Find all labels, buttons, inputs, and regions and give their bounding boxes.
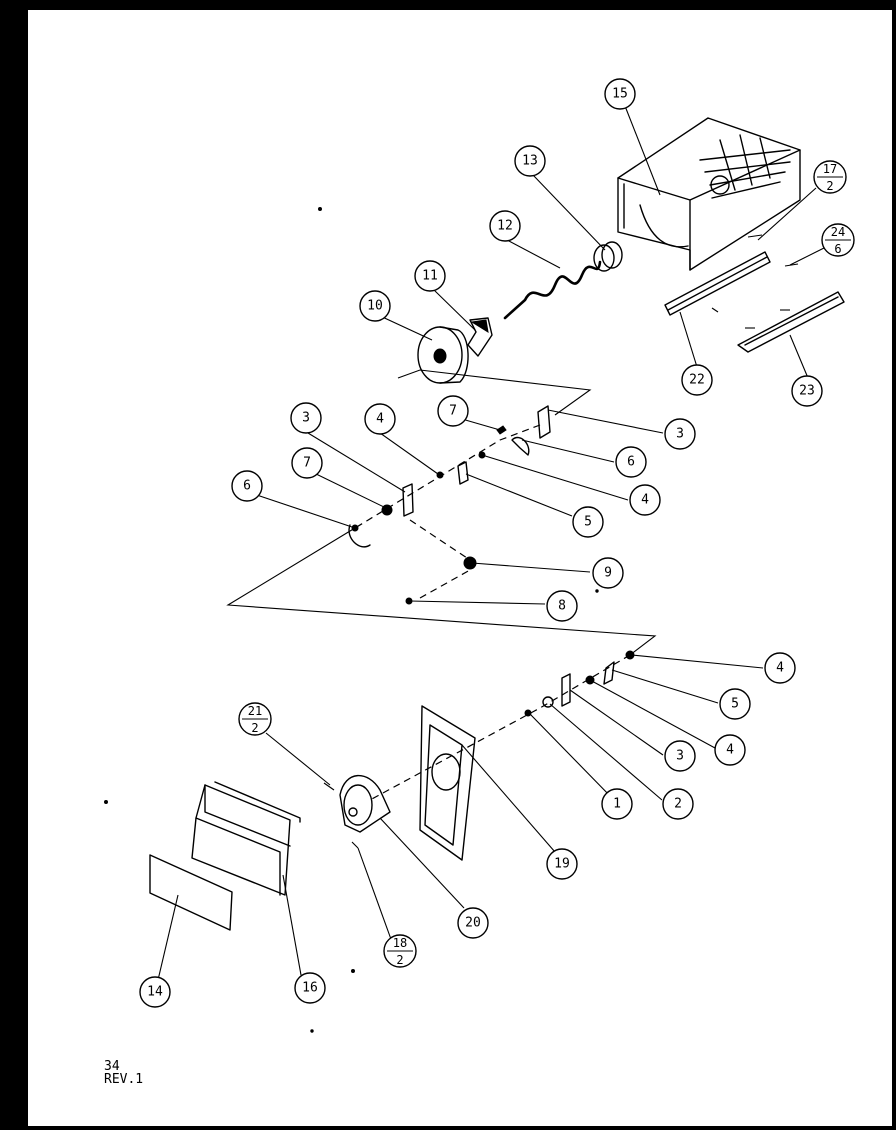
callout-5-lower: 5: [719, 688, 751, 720]
callout-10: 10: [359, 290, 391, 322]
callout-5-label: 5: [584, 515, 592, 530]
callout-3-lower: 3: [664, 740, 696, 772]
callout-12-label: 12: [497, 219, 513, 234]
callout-9: 9: [592, 557, 624, 589]
front-panel-part: [191, 781, 301, 896]
fraction-callout-17-2: 17 2: [813, 160, 847, 194]
fraction-callout-21-top: 21: [248, 704, 262, 718]
callout-6-label: 6: [243, 479, 251, 494]
fraction-callout-21-2: 21 2: [238, 702, 272, 736]
page-number: 34: [104, 1059, 120, 1074]
callout-1: 1: [601, 788, 633, 820]
fraction-callout-24-6: 24 6: [821, 223, 855, 257]
callout-5-label: 5: [731, 697, 739, 712]
linkage-hardware: [323, 405, 635, 849]
auger-spring-part: [503, 260, 602, 320]
crusher-blade-part: [467, 317, 493, 357]
fraction-callout-18-bottom: 2: [396, 953, 403, 967]
fraction-callout-18-top: 18: [393, 936, 407, 950]
callout-23: 23: [791, 375, 823, 407]
callout-8-label: 8: [558, 599, 566, 614]
callout-15: 15: [604, 78, 636, 110]
callout-4-upper-left: 4: [364, 403, 396, 435]
callout-6-right: 6: [615, 446, 647, 478]
callout-12: 12: [489, 210, 521, 242]
callout-4-lower: 4: [714, 734, 746, 766]
leader-lines: [157, 105, 827, 981]
ice-bin-part: [617, 117, 801, 271]
motor-housing-part: [339, 774, 391, 833]
callout-4-upper-right: 4: [629, 484, 661, 516]
callout-16: 16: [294, 972, 326, 1004]
callout-4-label: 4: [726, 743, 734, 758]
callout-11: 11: [414, 260, 446, 292]
callout-23-label: 23: [799, 384, 815, 399]
callout-7-label: 7: [303, 456, 311, 471]
callout-6-label: 6: [627, 455, 635, 470]
callout-19-label: 19: [554, 857, 570, 872]
callout-9-label: 9: [604, 566, 612, 581]
drive-gear-part: [417, 326, 469, 384]
assembly-lines: [226, 369, 657, 801]
callout-14: 14: [139, 976, 171, 1008]
page-footer: 34 REV.1: [104, 1060, 143, 1086]
callout-7-left: 7: [291, 447, 323, 479]
callout-2-label: 2: [674, 797, 682, 812]
callout-6-left: 6: [231, 470, 263, 502]
callout-3-upper-right: 3: [664, 418, 696, 450]
callout-5-upper: 5: [572, 506, 604, 538]
fraction-callout-17-bottom: 2: [826, 179, 833, 193]
callout-3-label: 3: [302, 411, 310, 426]
callout-3-upper-left: 3: [290, 402, 322, 434]
callout-22-label: 22: [689, 373, 705, 388]
callout-4-lower-right: 4: [764, 652, 796, 684]
callout-4-label: 4: [376, 412, 384, 427]
fraction-callout-21-bottom: 2: [251, 721, 258, 735]
label-part: [149, 854, 233, 931]
callout-10-label: 10: [367, 299, 383, 314]
callout-2: 2: [662, 788, 694, 820]
fraction-callout-24-bottom: 6: [834, 242, 841, 256]
callout-13: 13: [514, 145, 546, 177]
callout-4-label: 4: [776, 661, 784, 676]
callout-7-upper: 7: [437, 395, 469, 427]
callout-13-label: 13: [522, 154, 538, 169]
fraction-callout-17-top: 17: [823, 162, 837, 176]
callout-14-label: 14: [147, 985, 163, 1000]
bin-bearing-part: [593, 241, 623, 272]
bin-support-rail-part: [737, 291, 845, 353]
callout-11-label: 11: [422, 269, 438, 284]
callout-19: 19: [546, 848, 578, 880]
callout-15-label: 15: [612, 87, 628, 102]
fraction-callout-24-top: 24: [831, 225, 845, 239]
callout-4-label: 4: [641, 493, 649, 508]
fraction-callout-18-2: 18 2: [383, 934, 417, 968]
callout-16-label: 16: [302, 981, 318, 996]
scan-specks: [104, 207, 599, 1033]
motor-mount-plate-part: [419, 705, 476, 861]
callout-3-label: 3: [676, 427, 684, 442]
callout-20-label: 20: [465, 916, 481, 931]
callout-1-label: 1: [613, 797, 621, 812]
callout-22: 22: [681, 364, 713, 396]
callout-8: 8: [546, 590, 578, 622]
rail-screws: [711, 234, 799, 329]
callout-3-label: 3: [676, 749, 684, 764]
callout-20: 20: [457, 907, 489, 939]
bin-rail-part: [664, 251, 771, 316]
callout-7-label: 7: [449, 404, 457, 419]
revision-label: REV.1: [104, 1072, 144, 1087]
